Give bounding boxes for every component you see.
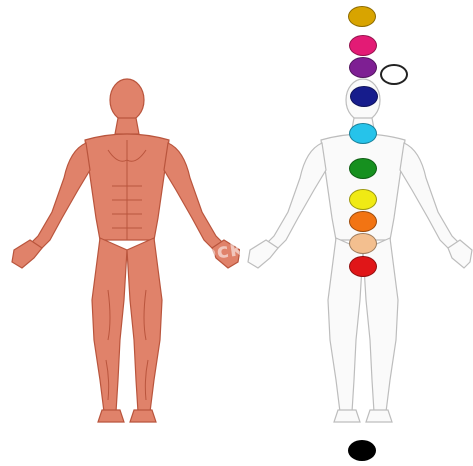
white-point (380, 64, 408, 85)
green-point (349, 158, 377, 179)
gold-point (348, 6, 376, 27)
right-foot (366, 410, 392, 422)
yellow-point (349, 189, 377, 210)
red-point (349, 256, 377, 277)
cyan-point (349, 123, 377, 144)
orange-point (349, 211, 377, 232)
purple-point (349, 57, 377, 78)
left-arm (30, 143, 90, 250)
left-foot (334, 410, 360, 422)
left-foot (98, 410, 124, 422)
black-point (348, 440, 376, 461)
peach-point (349, 233, 377, 254)
neck (115, 118, 139, 134)
right-arm (164, 143, 224, 250)
navy-point (350, 86, 378, 107)
left-arm (266, 143, 326, 250)
right-foot (130, 410, 156, 422)
head (110, 79, 144, 121)
muscle-figure (0, 0, 240, 466)
right-arm (400, 143, 460, 250)
magenta-point (349, 35, 377, 56)
